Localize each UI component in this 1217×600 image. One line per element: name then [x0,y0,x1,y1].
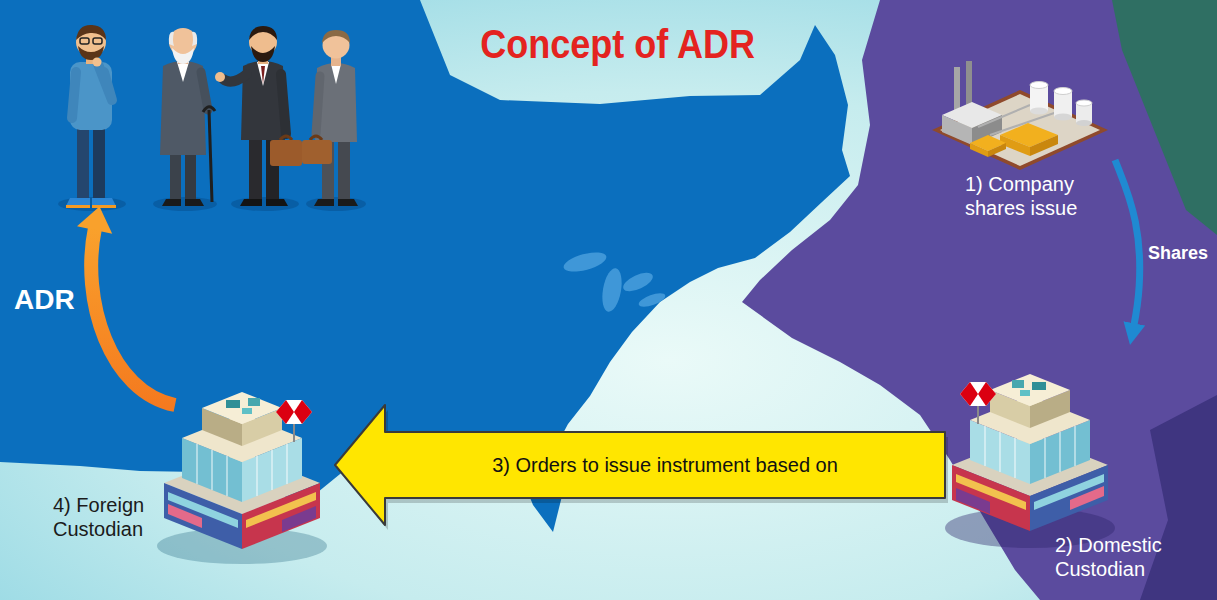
investor-figure [338,138,350,201]
investor-figure [172,48,194,64]
custodian-node: 2) Domestic Custodian [945,345,1179,587]
company-factory [932,61,1108,170]
adr-flow-arrow [77,207,175,406]
investor-figure [302,30,366,211]
great-lakes [637,291,667,310]
investor-figure [177,62,189,82]
node-label: 2) Domestic Custodian [1055,533,1173,581]
investor-figure [338,199,358,206]
investor-figure [249,135,262,201]
investor-figure [93,122,105,200]
investor-figure [93,38,102,44]
adr-flow-arrow [77,207,112,234]
investor-figure [281,74,286,134]
investor-figure [92,205,116,208]
adr-flow-arrow [91,228,175,405]
order-arrow [335,405,945,525]
edge-label-anchor: Shares [1148,243,1208,265]
investor-figure [92,198,116,206]
custodian-node: 4) Foreign Custodian [45,360,335,560]
edge-label-anchor: 3) Orders to issue instrument based on [365,453,965,477]
great-lakes [599,267,624,313]
great-lakes [621,269,656,295]
investor-figure [314,199,334,206]
node-label: 4) Foreign Custodian [53,493,165,541]
investor-figure [266,199,288,206]
investor-figure [203,107,215,112]
title-anchor: Concept of ADR [218,22,1018,66]
investor-figure [98,64,112,100]
investor-figure [70,62,112,130]
investor-figure [316,76,320,134]
company-factory [932,61,1108,170]
investor-figure [257,62,269,86]
investor-figure [331,64,341,84]
investor-figure [215,72,225,82]
edge-label: 3) Orders to issue instrument based on [488,453,842,477]
factory-node: 1) Company shares issue [925,50,1115,245]
investor-figure [270,140,302,166]
investor-figure [302,140,332,164]
investor-figure [223,74,247,82]
foreign-bank-building [164,392,320,549]
edge-layer [335,160,1140,525]
investor-figure [249,26,277,40]
great-lakes [562,249,667,314]
diagram-title: Concept of ADR [481,22,756,66]
investor-figure [78,46,104,60]
investor-figure [261,66,265,84]
investor-figure [93,58,102,67]
investor-figure [310,136,322,140]
edge-label: Shares [1148,243,1208,265]
foreign-bank-building [164,392,320,549]
domestic-bank-building [952,374,1108,531]
domestic-bank-building [945,374,1115,548]
investor-figure [66,198,90,206]
investor-figure [66,205,90,208]
investor-figure [80,38,89,44]
foreign-bank-building [157,392,327,564]
investor-figure [231,197,299,211]
asia-land [742,0,1217,600]
investor-figure [169,32,197,46]
investor-figure [153,197,217,211]
label-anchor: ADR [14,283,75,317]
great-lakes [562,249,609,276]
investor-figure [185,199,204,206]
node-label: 1) Company shares issue [965,172,1085,220]
investor-figure [201,72,208,110]
investor-figure [72,72,76,118]
investor-figure [322,30,350,43]
investor-figure [162,199,181,206]
investor-figure [209,110,212,202]
investor-figure [251,46,275,62]
investor-figure [240,199,262,206]
investor-figure [280,136,292,140]
investor-figure [77,122,89,200]
investor-figure [315,63,357,142]
flow-label: ADR [14,283,75,317]
investor-figure [58,197,126,211]
shares-arrow [1115,160,1140,334]
investor-figure [306,197,366,211]
investor-figure [153,28,217,211]
investor-figure [58,25,126,211]
investor-figure [215,26,302,211]
neighbour-land-dark [1140,395,1217,600]
